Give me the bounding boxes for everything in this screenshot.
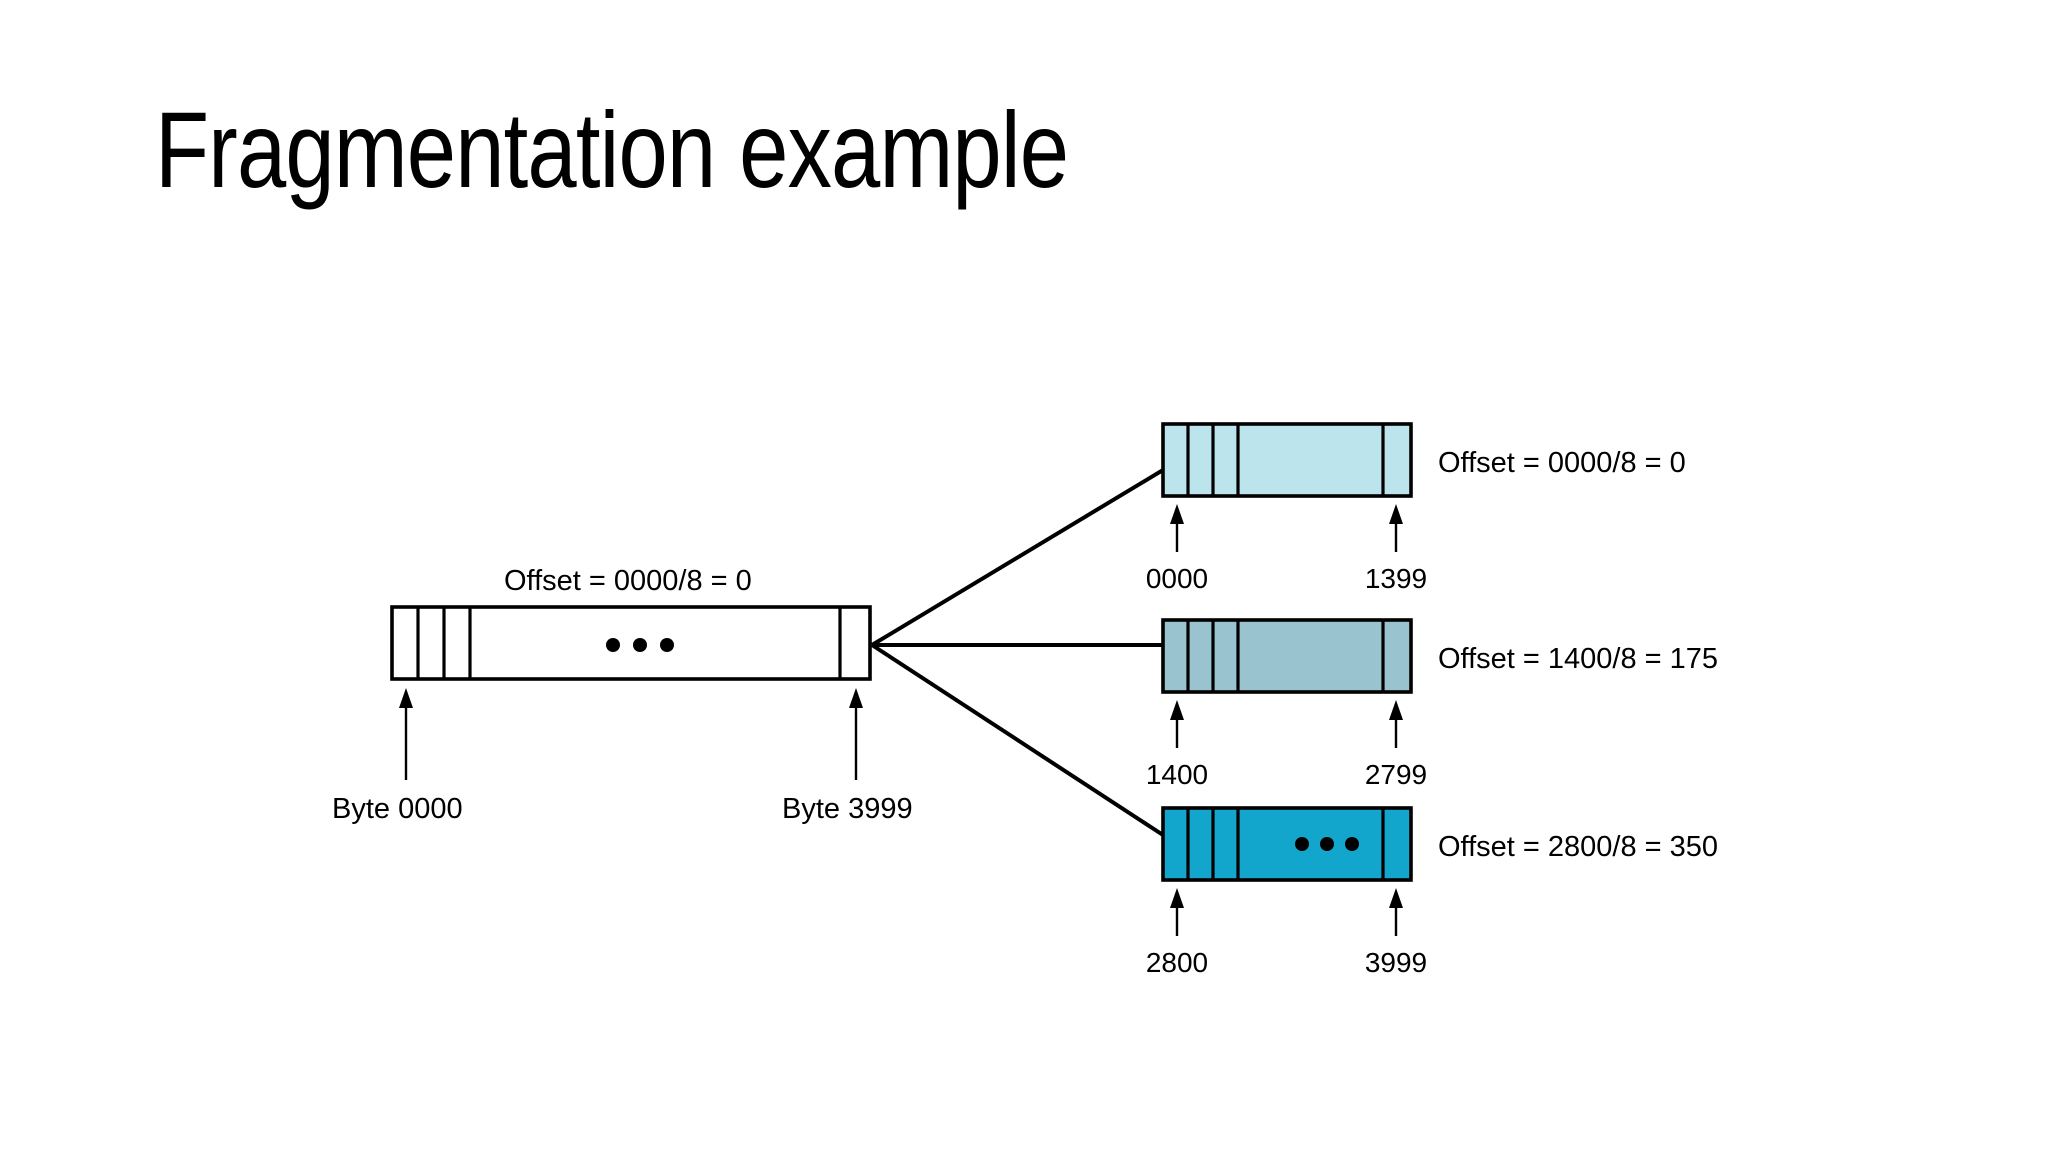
fragment-3-start-tick-label: 2800 — [1146, 947, 1208, 978]
fragment-1-start-tick-label: 0000 — [1146, 563, 1208, 594]
fragment-1-offset-label: Offset = 0000/8 = 0 — [1438, 447, 1686, 479]
fragment-2-end-arrowhead — [1389, 700, 1403, 720]
fragment-2-group: 1400 2799 Offset = 1400/8 = 175 — [1146, 618, 1718, 790]
fragment-1-end-arrowhead — [1389, 504, 1403, 524]
connector-to-fragment-1 — [870, 468, 1165, 647]
fragment-3-ellipsis — [1295, 837, 1359, 851]
page-title: Fragmentation example — [155, 89, 1069, 210]
fragment-3-group: 2800 3999 Offset = 2800/8 = 350 — [1146, 806, 1718, 978]
fragment-1-body — [1161, 422, 1413, 498]
fragment-1-start-arrowhead — [1170, 504, 1184, 524]
connector-to-fragment-3 — [870, 643, 1165, 837]
fragment-1-group: 0000 1399 Offset = 0000/8 = 0 — [1146, 422, 1686, 594]
original-end-tick-label: Byte 3999 — [782, 793, 913, 825]
fragment-2-start-arrowhead — [1170, 700, 1184, 720]
original-start-tick-label: Byte 0000 — [332, 793, 463, 825]
fragment-2-start-tick-label: 1400 — [1146, 759, 1208, 790]
fragment-2-end-tick-label: 2799 — [1365, 759, 1427, 790]
fanout-connectors — [870, 468, 1165, 837]
original-packet-group: Offset = 0000/8 = 0 Byte 0000 Byte 39 — [332, 565, 913, 825]
original-end-arrowhead — [849, 688, 863, 708]
fragment-2-offset-label: Offset = 1400/8 = 175 — [1438, 643, 1718, 675]
fragment-2-body — [1161, 618, 1413, 694]
fragment-3-offset-label: Offset = 2800/8 = 350 — [1438, 831, 1718, 863]
original-packet-ellipsis — [606, 638, 674, 652]
original-packet-offset-label: Offset = 0000/8 = 0 — [504, 565, 752, 597]
fragment-3-end-arrowhead — [1389, 888, 1403, 908]
original-start-arrowhead — [399, 688, 413, 708]
fragment-3-body — [1161, 806, 1413, 882]
fragment-3-end-tick-label: 3999 — [1365, 947, 1427, 978]
fragment-1-end-tick-label: 1399 — [1365, 563, 1427, 594]
original-packet-body — [390, 605, 872, 681]
fragment-3-start-arrowhead — [1170, 888, 1184, 908]
